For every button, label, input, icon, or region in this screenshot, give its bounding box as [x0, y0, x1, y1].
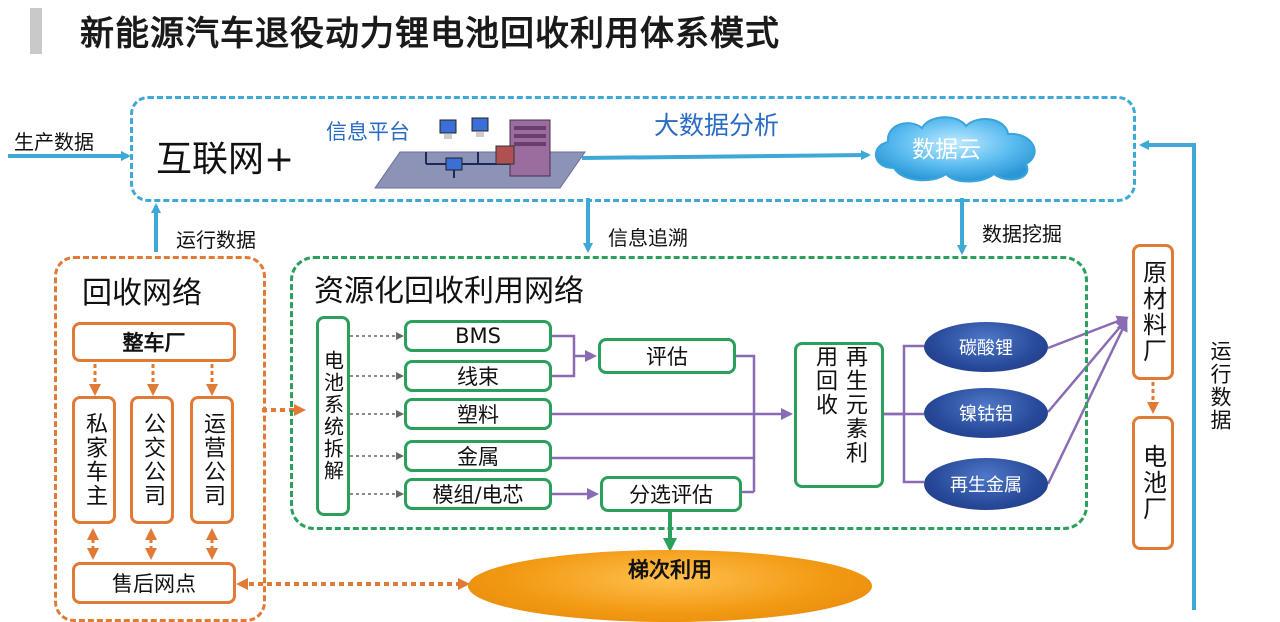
bus-company-box: 公交公司	[130, 396, 174, 524]
info-platform-label: 信息平台	[326, 120, 410, 144]
computer-icon	[445, 157, 463, 171]
operator-company-box: 运营公司	[190, 396, 234, 524]
raw-material-plant-box: 原材料厂	[1132, 244, 1174, 380]
operation-data-label: 运行数据	[176, 228, 256, 252]
page-title: 新能源汽车退役动力锂电池回收利用体系模式	[80, 14, 780, 54]
data-mining-label: 数据挖掘	[982, 222, 1062, 246]
battery-plant-box: 电池厂	[1132, 416, 1174, 550]
title-accent-bar	[30, 8, 42, 54]
echelon-utilization-label: 梯次利用	[628, 558, 712, 582]
resource-network-title: 资源化回收利用网络	[314, 274, 584, 309]
private-owner-box: 私家车主	[72, 396, 116, 524]
right-feedback-line	[1139, 140, 1196, 610]
network-platform-icon	[374, 117, 586, 189]
computer-icon	[439, 119, 457, 139]
server-icon	[495, 119, 551, 177]
trace-label: 信息追溯	[608, 226, 688, 250]
internet-plus-label: 互联网+	[156, 139, 295, 180]
oem-box: 整车厂	[72, 322, 236, 362]
evaluate-box: 评估	[598, 338, 736, 374]
recycle-network-title: 回收网络	[82, 276, 202, 311]
lithium-carbonate-node: 碳酸锂	[924, 322, 1048, 372]
harness-box: 线束	[404, 360, 552, 392]
battery-disassembly-box: 电池系统拆解	[316, 316, 350, 516]
resource-network-region	[290, 256, 1088, 530]
bigdata-label: 大数据分析	[654, 111, 780, 140]
sort-evaluate-box: 分选评估	[600, 476, 742, 512]
bigdata-arrow	[581, 150, 871, 161]
data-cloud-label: 数据云	[912, 137, 981, 163]
recycled-metal-node: 再生金属	[924, 458, 1048, 510]
data-cloud-shape	[875, 116, 1036, 183]
element-recycle-box: 再生元素利用回收	[794, 342, 884, 488]
computer-icon	[471, 117, 489, 137]
right-operation-data-label: 运行数据	[1208, 340, 1232, 432]
aftersales-box: 售后网点	[72, 562, 236, 604]
plastic-box: 塑料	[404, 398, 552, 430]
metal-box: 金属	[404, 440, 552, 472]
echelon-utilization-node: 梯次利用	[468, 550, 872, 622]
nca-node: 镍钴铝	[924, 388, 1048, 438]
bms-box: BMS	[404, 320, 552, 352]
production-data-label: 生产数据	[14, 130, 94, 154]
internet-plus-region	[130, 96, 1136, 202]
module-cell-box: 模组/电芯	[404, 478, 552, 510]
